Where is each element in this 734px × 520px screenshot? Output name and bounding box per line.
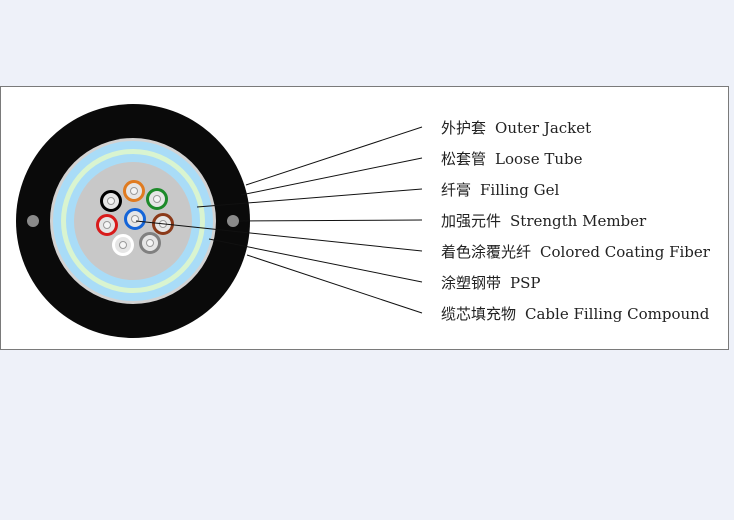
strength-member-right	[227, 215, 239, 227]
leader-cable-filling-compound	[246, 254, 423, 314]
leader-psp	[208, 238, 423, 283]
label-en: Cable Filling Compound	[525, 305, 710, 323]
label-zh: 涂塑钢带	[441, 274, 502, 292]
colored-fiber	[139, 232, 161, 254]
leader-strength-member	[238, 219, 423, 222]
leader-colored-coating-fiber	[135, 220, 423, 252]
cable-cross-section	[16, 104, 423, 338]
label-zh: 纤膏	[441, 181, 472, 199]
colored-fiber	[96, 214, 118, 236]
label-psp: 涂塑钢带 PSP	[441, 273, 540, 293]
label-zh: 加强元件	[441, 212, 502, 230]
strength-member-left	[27, 215, 39, 227]
label-outer-jacket: 外护套 Outer Jacket	[441, 118, 591, 138]
label-en: PSP	[510, 274, 541, 292]
label-filling-gel: 纤膏 Filling Gel	[441, 180, 559, 200]
leader-loose-tube	[240, 157, 423, 196]
cable-diagram-panel: 外护套 Outer Jacket 松套管 Loose Tube 纤膏 Filling …	[0, 86, 729, 350]
colored-fiber	[112, 234, 134, 256]
colored-fiber	[100, 190, 122, 212]
label-en: Outer Jacket	[495, 119, 592, 137]
label-en: Colored Coating Fiber	[540, 243, 710, 261]
label-colored-coating-fiber: 着色涂覆光纤 Colored Coating Fiber	[441, 242, 710, 262]
label-cable-filling-compound: 缆芯填充物 Cable Filling Compound	[441, 304, 709, 324]
label-zh: 松套管	[441, 150, 487, 168]
label-zh: 着色涂覆光纤	[441, 243, 532, 261]
label-en: Filling Gel	[480, 181, 560, 199]
colored-fiber	[124, 208, 146, 230]
label-en: Strength Member	[510, 212, 647, 230]
label-zh: 外护套	[441, 119, 487, 137]
leader-outer-jacket	[245, 126, 423, 186]
colored-fiber	[123, 180, 145, 202]
label-zh: 缆芯填充物	[441, 305, 517, 323]
colored-fiber	[146, 188, 168, 210]
label-en: Loose Tube	[495, 150, 583, 168]
leader-filling-gel	[196, 188, 423, 208]
label-loose-tube: 松套管 Loose Tube	[441, 149, 583, 169]
label-strength-member: 加强元件 Strength Member	[441, 211, 646, 231]
